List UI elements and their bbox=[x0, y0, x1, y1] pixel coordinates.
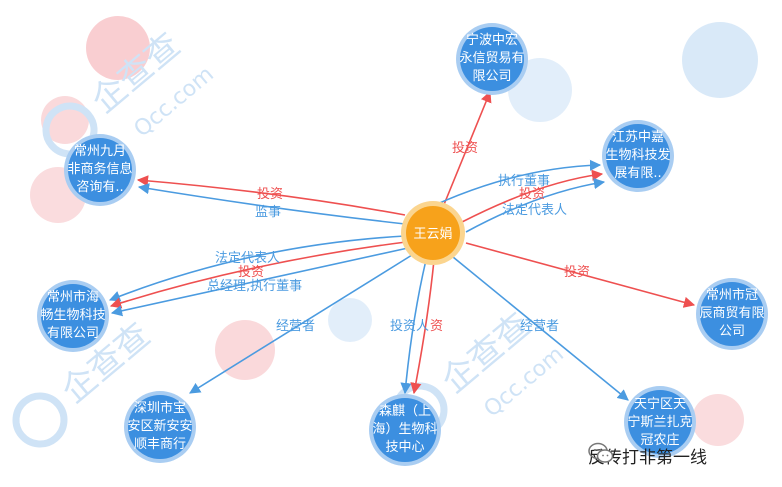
company-name-line: 江苏中嘉 bbox=[612, 129, 664, 145]
watermark-dot bbox=[328, 298, 372, 342]
edge-invest bbox=[461, 169, 604, 223]
edge-role bbox=[189, 254, 413, 394]
company-name-line: 有限公司 bbox=[47, 326, 99, 341]
edge-label-role: 法定代表人 bbox=[502, 203, 567, 218]
company-name-line: 辰商贸有限 bbox=[699, 306, 764, 321]
edge-label-invest: 投资 bbox=[238, 264, 264, 280]
edge-role bbox=[137, 183, 406, 225]
company-name-line: 宁波中宏 bbox=[466, 32, 518, 48]
person-node-wang-yunjuan[interactable]: 王云娟 bbox=[401, 201, 465, 265]
edge-label-invest: 投资 bbox=[519, 186, 545, 202]
company-name-line: 公司 bbox=[719, 324, 745, 339]
company-name-line: 畅生物科技 bbox=[40, 308, 105, 323]
company-node-jiangsu-zhongjia[interactable]: 江苏中嘉 生物科技发 展有限.. bbox=[602, 120, 674, 192]
company-name-line: 顺丰商行 bbox=[134, 437, 186, 452]
edge-role bbox=[465, 178, 606, 233]
edge-label-role: 投资人 bbox=[390, 318, 429, 334]
wechat-icon bbox=[588, 442, 614, 463]
edge-labels: 投资 执行董事 投资 法定代表人 投资 监事 法定代表人 投资 总经理,执行董事… bbox=[207, 140, 590, 334]
edge-label-role: 经营者 bbox=[520, 319, 559, 334]
company-node-changzhou-guanchen[interactable]: 常州市冠 辰商贸有限 公司 bbox=[696, 278, 768, 350]
company-name-line: 永信贸易有 bbox=[459, 51, 524, 66]
company-node-shenzhen-baoan[interactable]: 深圳市宝 安区新安安 顺丰商行 bbox=[124, 391, 196, 463]
company-name-line: 展有限.. bbox=[614, 166, 661, 181]
edge-invest bbox=[442, 90, 492, 208]
company-name-line: 天宁区天 bbox=[634, 396, 686, 412]
company-name-line: 冠农庄 bbox=[640, 432, 679, 448]
edges bbox=[108, 90, 696, 401]
person-node-circle bbox=[406, 206, 460, 260]
edge-label-role: 监事 bbox=[255, 205, 281, 220]
footer-text: 反传打非第一线 bbox=[588, 447, 707, 468]
company-node-senqi-shanghai[interactable]: 森麒（上 海）生物科 技中心 bbox=[369, 394, 441, 466]
edge-label-role: 法定代表人 bbox=[215, 251, 280, 266]
company-node-ningbo-zhonghong[interactable]: 宁波中宏 永信贸易有 限公司 bbox=[456, 23, 528, 95]
company-name-line: 海）生物科 bbox=[372, 422, 437, 437]
edge-label-invest: 投资 bbox=[452, 140, 478, 156]
company-name-line: 咨询有.. bbox=[76, 180, 123, 195]
edge-label-invest: 资 bbox=[430, 319, 443, 334]
edge-label-role: 总经理,执行董事 bbox=[207, 279, 302, 294]
edge-invest bbox=[136, 175, 406, 216]
edge-label-role: 经营者 bbox=[276, 319, 315, 334]
edge-role bbox=[452, 256, 629, 401]
edge-invest bbox=[465, 242, 696, 308]
company-name-line: 常州九月 bbox=[74, 144, 126, 159]
watermark-dot bbox=[682, 22, 758, 98]
company-name-line: 生物科技发 bbox=[605, 147, 670, 163]
company-node-tianning[interactable]: 天宁区天 宁斯兰扎克 冠农庄 bbox=[624, 386, 696, 458]
company-node-changzhou-jiuyue[interactable]: 常州九月 非商务信息 咨询有.. bbox=[64, 134, 136, 206]
company-name-line: 森麒（上 bbox=[379, 403, 431, 419]
company-name-line: 宁斯兰扎克 bbox=[627, 414, 692, 430]
edge-label-invest: 投资 bbox=[564, 264, 590, 280]
edge-role bbox=[108, 235, 406, 302]
company-name-line: 技中心 bbox=[385, 440, 424, 455]
person-name: 王云娟 bbox=[413, 227, 452, 242]
company-name-line: 限公司 bbox=[472, 69, 511, 84]
edge-invest bbox=[410, 259, 435, 395]
edge-label-invest: 投资 bbox=[257, 186, 283, 202]
company-node-changzhou-haichang[interactable]: 常州市海 畅生物科技 有限公司 bbox=[37, 280, 109, 352]
nodes: 宁波中宏 永信贸易有 限公司 江苏中嘉 生物科技发 展有限.. 常州九月 非商务… bbox=[37, 23, 768, 466]
watermark-dot bbox=[86, 16, 150, 80]
company-name-line: 安区新安安 bbox=[127, 418, 192, 434]
company-name-line: 常州市海 bbox=[47, 289, 99, 305]
edge-role bbox=[400, 259, 427, 395]
watermark-dot bbox=[692, 394, 744, 446]
edge-invest bbox=[109, 241, 407, 309]
footer: 反传打非第一线 bbox=[588, 442, 707, 468]
company-name-line: 常州市冠 bbox=[706, 287, 758, 303]
edge-role bbox=[110, 247, 409, 317]
watermark-dot bbox=[215, 320, 275, 380]
edge-label-role: 执行董事 bbox=[498, 174, 550, 189]
company-name-line: 非商务信息 bbox=[67, 161, 132, 177]
company-name-line: 深圳市宝 bbox=[134, 400, 186, 416]
